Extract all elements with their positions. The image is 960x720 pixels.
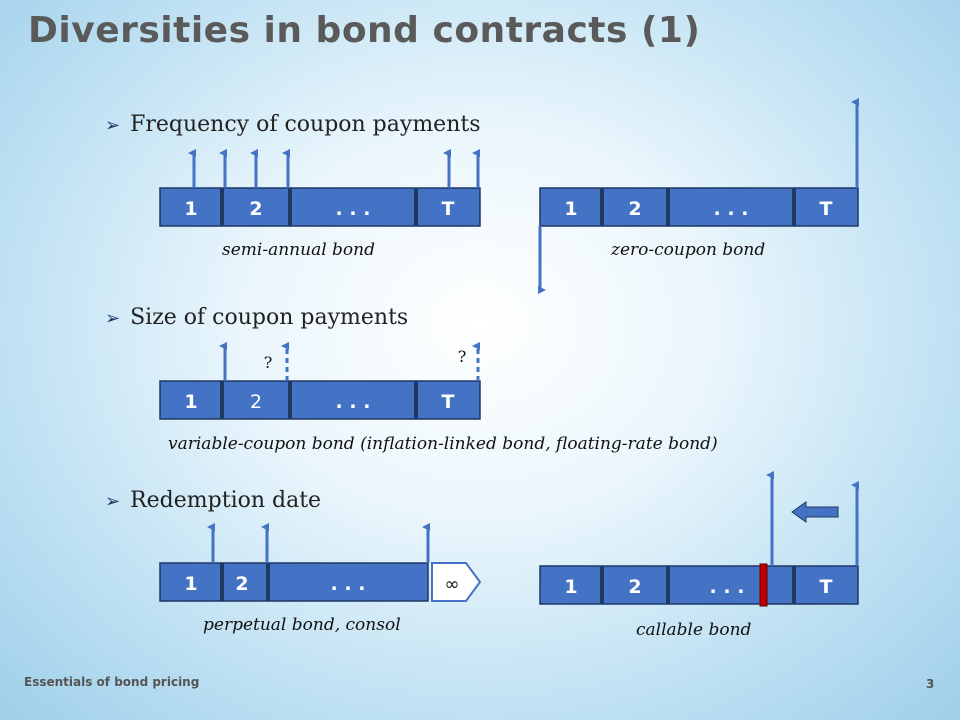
caption-semi-annual: semi-annual bond (222, 240, 375, 260)
arrow-bullet-icon: ➢ (105, 308, 121, 329)
cell-dots: . . . (710, 576, 745, 598)
cell-1: 1 (184, 198, 197, 220)
cell-dots: . . . (336, 198, 371, 220)
cell-T: T (442, 198, 455, 220)
timeline-bar (159, 562, 429, 602)
infinity-symbol: ∞ (445, 574, 460, 595)
cell-T: T (820, 198, 833, 220)
semi-annual-bond-diagram: 1 2 . . . T (159, 149, 481, 227)
cell-T: T (442, 391, 455, 413)
bullet-frequency: ➢Frequency of coupon payments (105, 112, 481, 137)
zero-coupon-bond-diagram: 1 2 . . . T (538, 98, 859, 294)
perpetual-bond-diagram: 1 2 . . . ∞ (159, 523, 482, 602)
arrow-bullet-icon: ➢ (105, 115, 121, 136)
cell-T: T (820, 576, 833, 598)
cell-2: 2 (628, 576, 641, 598)
cell-2: 2 (628, 198, 641, 220)
timeline-bar (159, 187, 481, 227)
timeline-bar (159, 380, 481, 420)
cell-1: 1 (564, 576, 577, 598)
question-mark: ? (458, 347, 467, 366)
infinity-chevron (431, 562, 482, 602)
cell-2: 2 (250, 391, 262, 413)
timeline-bar (539, 187, 859, 227)
call-date-marker (759, 563, 768, 607)
caption-zero-coupon: zero-coupon bond (611, 240, 766, 260)
cell-dots: . . . (714, 198, 749, 220)
bullet-redemption: ➢Redemption date (105, 488, 322, 513)
timeline-bar (539, 565, 859, 605)
variable-coupon-bond-diagram: 1 2 . . . T ? ? (159, 342, 481, 420)
footer-text: Essentials of bond pricing (24, 675, 200, 689)
cell-dots: . . . (336, 391, 371, 413)
left-arrow-icon (791, 501, 839, 523)
cell-2: 2 (235, 573, 248, 595)
caption-variable-coupon: variable-coupon bond (inflation-linked b… (168, 434, 718, 454)
question-mark: ? (264, 353, 273, 372)
cell-1: 1 (184, 573, 197, 595)
cell-2: 2 (249, 198, 262, 220)
callable-bond-diagram: 1 2 . . . T (539, 471, 859, 607)
cell-1: 1 (184, 391, 197, 413)
caption-perpetual: perpetual bond, consol (203, 615, 401, 635)
page-title: Diversities in bond contracts (1) (28, 10, 701, 51)
cell-dots: . . . (331, 573, 366, 595)
bullet-size: ➢Size of coupon payments (105, 305, 409, 330)
caption-callable: callable bond (636, 620, 752, 640)
page-number: 3 (926, 677, 935, 691)
cell-1: 1 (564, 198, 577, 220)
arrow-bullet-icon: ➢ (105, 491, 121, 512)
